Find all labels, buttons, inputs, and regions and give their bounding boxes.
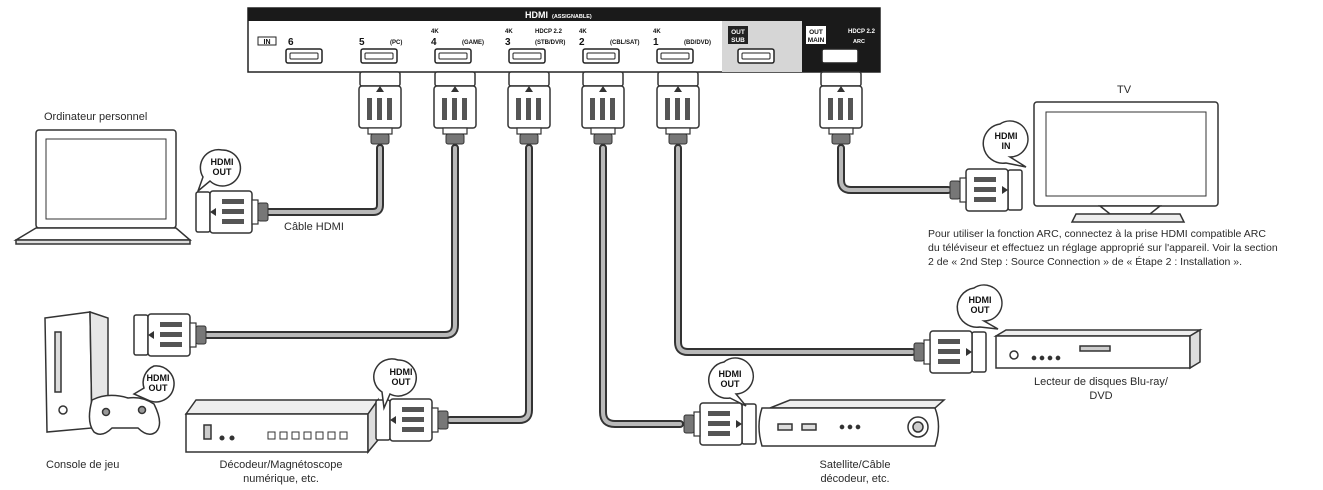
bubble-text-hdmi: HDMI xyxy=(968,295,992,305)
label-tv: TV xyxy=(1117,84,1132,96)
label-satellite-line2: décodeur, etc. xyxy=(820,473,890,485)
bubble-text-hdmi: HDMI xyxy=(210,157,234,167)
bubble-text-hdmi: HDMI xyxy=(994,131,1018,141)
port-2-name: (CBL/SAT) xyxy=(610,40,640,46)
bubble-console-hdmi-out: HDMI OUT xyxy=(140,373,176,393)
out-main-line2: MAIN xyxy=(808,37,825,44)
bubble-tv-hdmi-in: HDMI IN xyxy=(988,131,1024,151)
out-sub-line2: SUB xyxy=(731,37,745,44)
satellite-box-icon xyxy=(758,399,946,447)
port-3-num: 3 xyxy=(505,37,511,48)
port-2-num: 2 xyxy=(579,37,585,48)
panel-labels: HDMI (ASSIGNABLE) IN 6 5 (PC) 4K 4 (GAME… xyxy=(257,10,876,48)
decoder-icon xyxy=(184,397,380,455)
label-hdmi-cable: Câble HDMI xyxy=(284,221,344,233)
label-decoder: Décodeur/Magnétoscope numérique, etc. xyxy=(196,458,366,486)
laptop-plug xyxy=(195,190,269,234)
decoder-plug xyxy=(375,398,449,442)
hdmi-panel xyxy=(247,7,881,73)
bubble-text-out: OUT xyxy=(970,305,990,315)
bubble-bluray-hdmi-out: HDMI OUT xyxy=(962,295,998,315)
tv-plug xyxy=(949,168,1023,212)
arc-note: Pour utiliser la fonction ARC, connectez… xyxy=(928,227,1278,269)
port-5-num: 5 xyxy=(359,37,365,48)
satellite-plug xyxy=(683,402,757,446)
bubble-text-hdmi: HDMI xyxy=(718,369,742,379)
port-2-tag: 4K xyxy=(579,29,587,35)
label-satellite: Satellite/Câble décodeur, etc. xyxy=(790,458,920,486)
port-6-num: 6 xyxy=(288,37,294,48)
out-main-hdcp: HDCP 2.2 xyxy=(848,29,876,35)
tv-icon xyxy=(1033,101,1219,223)
port-5-name: (PC) xyxy=(390,40,402,46)
arc-note-line2: du téléviseur et effectuez un réglage ap… xyxy=(928,242,1278,254)
bubble-text-hdmi: HDMI xyxy=(389,367,413,377)
bubble-decoder-hdmi-out: HDMI OUT xyxy=(383,367,419,387)
game-console-icon xyxy=(44,310,161,435)
bluray-plug xyxy=(913,330,987,374)
out-main-line1: OUT xyxy=(809,29,823,36)
label-bluray: Lecteur de disques Blu-ray/ DVD xyxy=(1016,375,1186,403)
out-sub-line1: OUT xyxy=(731,29,745,36)
panel-in-label: IN xyxy=(264,39,271,46)
label-pc: Ordinateur personnel xyxy=(44,111,148,123)
bubble-text-out: OUT xyxy=(391,377,411,387)
bubble-text-hdmi: HDMI xyxy=(146,373,170,383)
bubble-text-out: OUT xyxy=(720,379,740,389)
bubble-text-out: OUT xyxy=(212,167,232,177)
bubble-text-out: OUT xyxy=(148,383,168,393)
bluray-player-icon xyxy=(993,328,1203,370)
label-satellite-line1: Satellite/Câble xyxy=(819,459,891,471)
label-bluray-line2: DVD xyxy=(1089,390,1113,402)
bubble-laptop-hdmi-out: HDMI OUT xyxy=(204,157,240,177)
bubble-satellite-hdmi-out: HDMI OUT xyxy=(712,369,748,389)
arc-note-line3: 2 de « 2nd Step : Source Connection » de… xyxy=(928,256,1243,268)
bubble-text-in: IN xyxy=(1001,141,1011,151)
label-console: Console de jeu xyxy=(46,459,120,471)
port-3-name: (STB/DVR) xyxy=(535,40,565,46)
panel-plugs xyxy=(358,71,863,145)
port-1-num: 1 xyxy=(653,37,659,48)
console-plug xyxy=(133,313,207,357)
port-3-hdcp: HDCP 2.2 xyxy=(535,29,563,35)
port-4-tag: 4K xyxy=(431,29,439,35)
port-1-name: (BD/DVD) xyxy=(684,40,711,46)
label-decoder-line1: Décodeur/Magnétoscope xyxy=(219,459,343,471)
speech-bubbles xyxy=(132,120,1029,411)
panel-title-sub: (ASSIGNABLE) xyxy=(552,14,592,20)
out-main-arc: ARC xyxy=(853,39,865,45)
laptop-icon xyxy=(13,129,193,245)
port-4-name: (GAME) xyxy=(462,40,484,46)
port-4-num: 4 xyxy=(431,37,437,48)
arc-note-line1: Pour utiliser la fonction ARC, connectez… xyxy=(928,228,1266,240)
panel-title: HDMI xyxy=(525,10,548,20)
port-3-tag: 4K xyxy=(505,29,513,35)
hdmi-cables xyxy=(202,144,952,428)
port-1-tag: 4K xyxy=(653,29,661,35)
label-bluray-line1: Lecteur de disques Blu-ray/ xyxy=(1034,376,1168,388)
label-decoder-line2: numérique, etc. xyxy=(243,473,319,485)
